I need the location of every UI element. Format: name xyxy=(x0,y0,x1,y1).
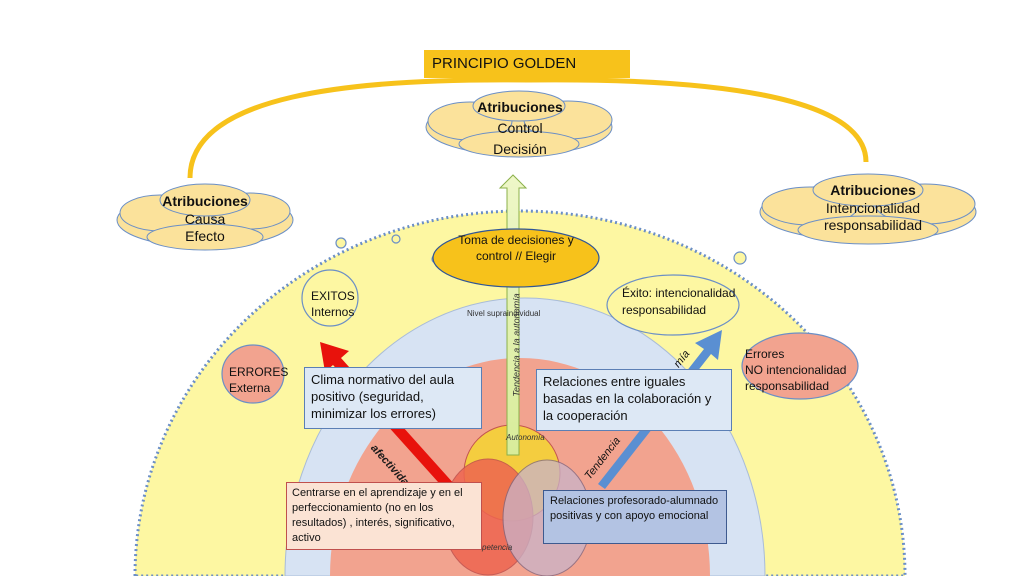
cloud-right-line1: Intencionalidad xyxy=(825,199,921,216)
toma-oval xyxy=(432,228,600,288)
autonomy-arrow xyxy=(498,174,528,456)
cloud-right-label: Atribuciones Intencionalidad responsabil… xyxy=(788,182,958,235)
errores-right-line1: Errores xyxy=(745,347,785,361)
centrarse-box: Centrarse en el aprendizaje y en el perf… xyxy=(286,482,482,550)
exito-label: Éxito: intencionalidad responsabilidad xyxy=(622,286,736,317)
nivel-supraindividual-label: Nivel supraindividual xyxy=(467,309,541,318)
cloud-center xyxy=(425,90,613,158)
bubble xyxy=(335,237,347,249)
exitos-oval xyxy=(301,269,359,327)
competencia-label: petencia xyxy=(482,543,513,552)
cloud-right-heading: Atribuciones xyxy=(830,182,916,198)
cloud-center-line2: Decisión xyxy=(493,141,547,157)
cloud-left-line1: Causa xyxy=(184,210,226,227)
exitos-label: EXITOS Internos xyxy=(311,288,381,320)
errores-left-label: ERRORES Externa xyxy=(229,364,299,396)
exitos-line1: EXITOS xyxy=(311,289,355,303)
principio-golden-title: PRINCIPIO GOLDEN xyxy=(424,50,630,78)
bubble xyxy=(391,234,401,244)
cloud-center-heading: Atribuciones xyxy=(477,99,563,115)
cloud-right xyxy=(759,173,977,245)
errores-left-oval xyxy=(221,344,285,404)
cloud-right-line2: responsabilidad xyxy=(823,217,923,233)
toma-label: Toma de decisiones y control // Elegir xyxy=(458,233,574,263)
arrow-center-label: Tendencia a la autonomía xyxy=(511,293,522,397)
profesorado-box: Relaciones profesorado-alumnado positiva… xyxy=(543,490,727,544)
errores-right-label: Errores NO intencionalidad responsabilid… xyxy=(745,346,875,395)
errores-right-oval xyxy=(741,332,859,400)
cloud-center-label: Atribuciones Control Decisión xyxy=(445,97,595,160)
errores-left-line1: ERRORES xyxy=(229,365,289,379)
clima-box: Clima normativo del aula positivo (segur… xyxy=(304,367,482,429)
cloud-left xyxy=(116,183,294,251)
relaciones-box: Relaciones entre iguales basadas en la c… xyxy=(536,369,732,431)
cloud-left-label: Atribuciones Causa Efecto xyxy=(140,193,270,246)
bubble xyxy=(733,251,747,265)
errores-right-line3: responsabilidad xyxy=(745,379,830,394)
errores-left-line2: Externa xyxy=(229,381,271,396)
exitos-line2: Internos xyxy=(311,305,355,320)
exito-oval xyxy=(606,274,740,336)
cloud-left-line2: Efecto xyxy=(185,228,225,244)
errores-right-line2: NO intencionalidad xyxy=(745,363,847,378)
cloud-center-line1: Control xyxy=(497,120,543,136)
golden-arch xyxy=(187,77,869,179)
autonomia-label: Autonomía xyxy=(506,433,545,442)
cloud-left-heading: Atribuciones xyxy=(162,193,248,209)
